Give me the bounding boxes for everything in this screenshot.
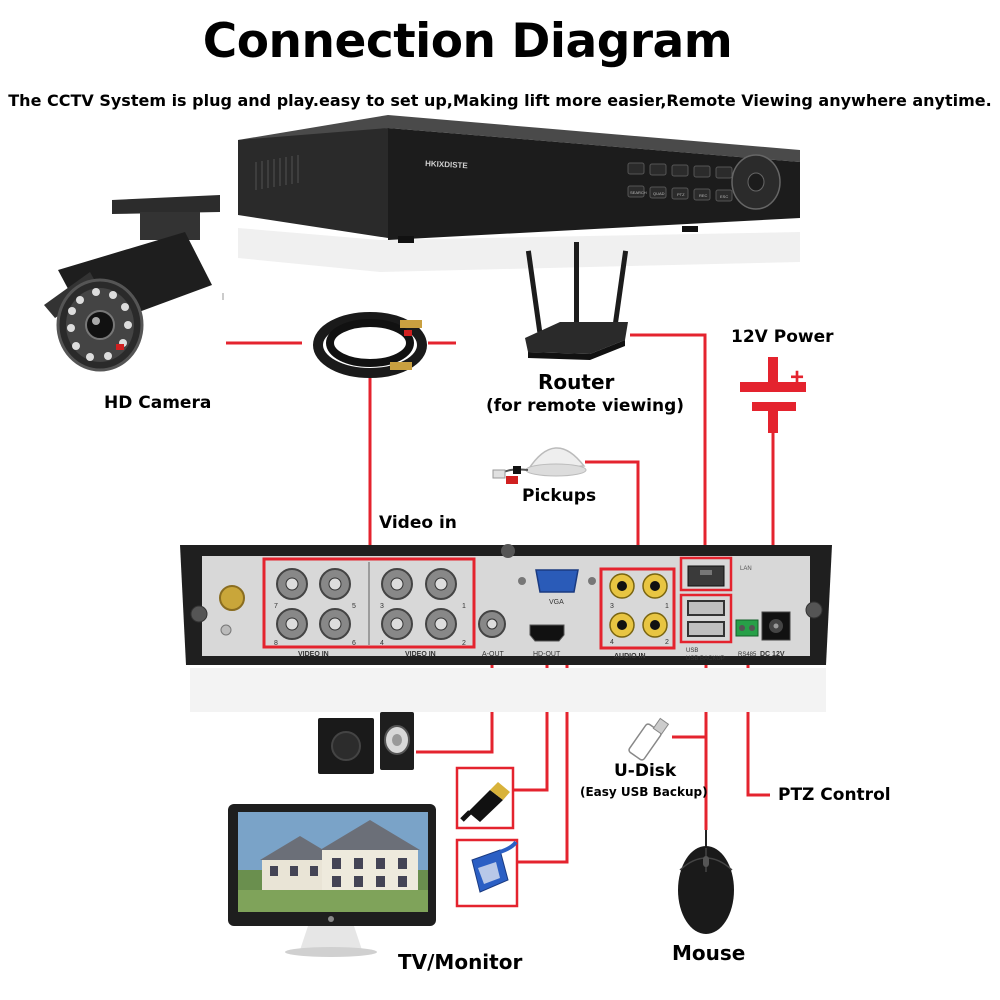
label-u-disk-note: (Easy USB Backup) bbox=[580, 785, 708, 799]
ain-num-3: 3 bbox=[610, 603, 614, 610]
label-ptz-control: PTZ Control bbox=[778, 785, 891, 805]
tv-monitor bbox=[228, 804, 436, 957]
hd-out-label: HD-OUT bbox=[533, 651, 561, 658]
lan-port bbox=[687, 565, 725, 587]
u-disk bbox=[628, 717, 670, 761]
usb-port-2 bbox=[687, 621, 725, 637]
audio-in-label: AUDIO IN bbox=[614, 653, 646, 660]
vin-num-2: 2 bbox=[462, 640, 466, 647]
hdmi-cable bbox=[455, 766, 515, 830]
rs485-terminal bbox=[735, 619, 759, 637]
label-router: Router bbox=[538, 370, 615, 394]
label-router-note: (for remote viewing) bbox=[486, 396, 685, 416]
diagram-title: Connection Diagram bbox=[202, 14, 733, 69]
vga-cable bbox=[455, 838, 519, 908]
lan-highlight bbox=[679, 556, 733, 592]
router bbox=[525, 242, 629, 360]
label-video-in: Video in bbox=[379, 513, 457, 533]
dvr-unit: HKIXDISTE SEARCH QUAD PTZ REC ESC bbox=[238, 115, 800, 272]
bnc-cable-coil bbox=[313, 312, 427, 378]
ain-num-2: 2 bbox=[665, 639, 669, 646]
power-symbol: + bbox=[740, 357, 806, 433]
vga-port bbox=[535, 569, 579, 593]
pickup-microphone bbox=[492, 447, 587, 484]
vin-num-5: 5 bbox=[352, 603, 356, 610]
label-pickups: Pickups bbox=[522, 486, 597, 506]
usb-highlight bbox=[679, 593, 733, 644]
ain-num-4: 4 bbox=[610, 639, 614, 646]
diagram-subtitle: The CCTV System is plug and play.easy to… bbox=[8, 91, 992, 110]
speakers bbox=[318, 712, 414, 774]
vin-num-4: 4 bbox=[380, 640, 384, 647]
dvr-btn-ptz: PTZ bbox=[677, 192, 685, 197]
vin-num-8: 8 bbox=[274, 640, 278, 647]
vin-num-1: 1 bbox=[462, 603, 466, 610]
video-in-label-right: VIDEO IN bbox=[405, 651, 436, 658]
audio-in-highlight bbox=[599, 567, 676, 650]
dvr-brand: HKIXDISTE bbox=[425, 159, 469, 170]
mouse bbox=[678, 830, 734, 934]
dvr-btn-search: SEARCH bbox=[630, 190, 647, 195]
label-mouse: Mouse bbox=[672, 941, 746, 965]
lan-label: LAN bbox=[740, 566, 752, 572]
usb-label-1: USB bbox=[686, 648, 698, 654]
usb-label-2: USB BACKUP bbox=[686, 656, 725, 662]
usb-port-1 bbox=[687, 600, 725, 616]
dc-label: DC 12V bbox=[760, 651, 785, 658]
label-hd-camera: HD Camera bbox=[104, 393, 212, 413]
hd-camera bbox=[44, 195, 220, 372]
video-in-label-left: VIDEO IN bbox=[298, 651, 329, 658]
a-out-label: A-OUT bbox=[482, 651, 505, 658]
vin-num-6: 6 bbox=[352, 640, 356, 647]
vin-num-7: 7 bbox=[274, 603, 278, 610]
wire-hdout-to-hdmi bbox=[513, 645, 549, 792]
wire-pickups-to-audio bbox=[585, 460, 640, 567]
plus-icon: + bbox=[790, 364, 804, 391]
dvr-rear-panel: 7 5 8 6 3 1 4 2 VIDEO IN VIDEO IN A-OUT … bbox=[180, 544, 832, 712]
dvr-btn-rec: REC bbox=[699, 193, 708, 198]
video-in-highlight bbox=[262, 557, 476, 649]
vga-label: VGA bbox=[549, 599, 564, 606]
label-12v-power: 12V Power bbox=[731, 327, 834, 347]
hdmi-port bbox=[529, 624, 565, 642]
ain-num-1: 1 bbox=[665, 603, 669, 610]
rs485-label: RS485 bbox=[738, 652, 757, 658]
vin-num-3: 3 bbox=[380, 603, 384, 610]
wire-router-to-lan bbox=[630, 333, 707, 565]
label-tv-monitor: TV/Monitor bbox=[398, 950, 523, 974]
dvr-btn-quad: QUAD bbox=[653, 191, 665, 196]
label-u-disk: U-Disk bbox=[614, 761, 677, 781]
dvr-btn-esc: ESC bbox=[720, 194, 728, 199]
